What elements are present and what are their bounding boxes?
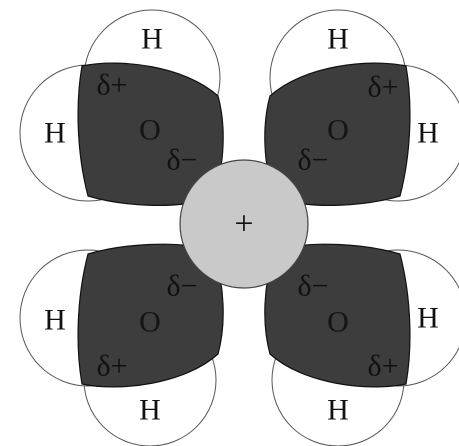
hydrogen-label: H	[327, 394, 349, 427]
hydrogen-label: H	[417, 302, 439, 335]
partial-positive-charge-label: δ+	[367, 350, 398, 383]
cation-charge-label: +	[234, 206, 253, 243]
oxygen-label: O	[139, 114, 161, 147]
oxygen-label: O	[327, 306, 349, 339]
hydrogen-label: H	[327, 23, 349, 56]
central-cation: +	[179, 159, 309, 289]
water-molecule-bottom-right: H H O δ+ δ−	[264, 243, 459, 446]
hydrogen-label: H	[139, 394, 161, 427]
partial-positive-charge-label: δ+	[367, 71, 398, 104]
cation-circle	[179, 159, 309, 289]
partial-negative-charge-label: δ−	[166, 270, 197, 303]
water-molecule-top-right: H H O δ+ δ−	[264, 9, 459, 206]
hydrogen-label: H	[44, 117, 66, 150]
hydrogen-label: H	[44, 304, 66, 337]
hydrogen-label: H	[141, 23, 163, 56]
hydrogen-label: H	[417, 117, 439, 150]
partial-positive-charge-label: δ+	[96, 350, 127, 383]
oxygen-label: O	[139, 306, 161, 339]
partial-negative-charge-label: δ−	[297, 144, 328, 177]
oxygen-label: O	[327, 114, 349, 147]
water-molecule-bottom-left: H H O δ+ δ−	[19, 243, 224, 446]
water-molecule-top-left: H H O δ+ δ−	[19, 9, 224, 206]
partial-negative-charge-label: δ−	[297, 270, 328, 303]
partial-positive-charge-label: δ+	[96, 69, 127, 102]
partial-negative-charge-label: δ−	[166, 144, 197, 177]
